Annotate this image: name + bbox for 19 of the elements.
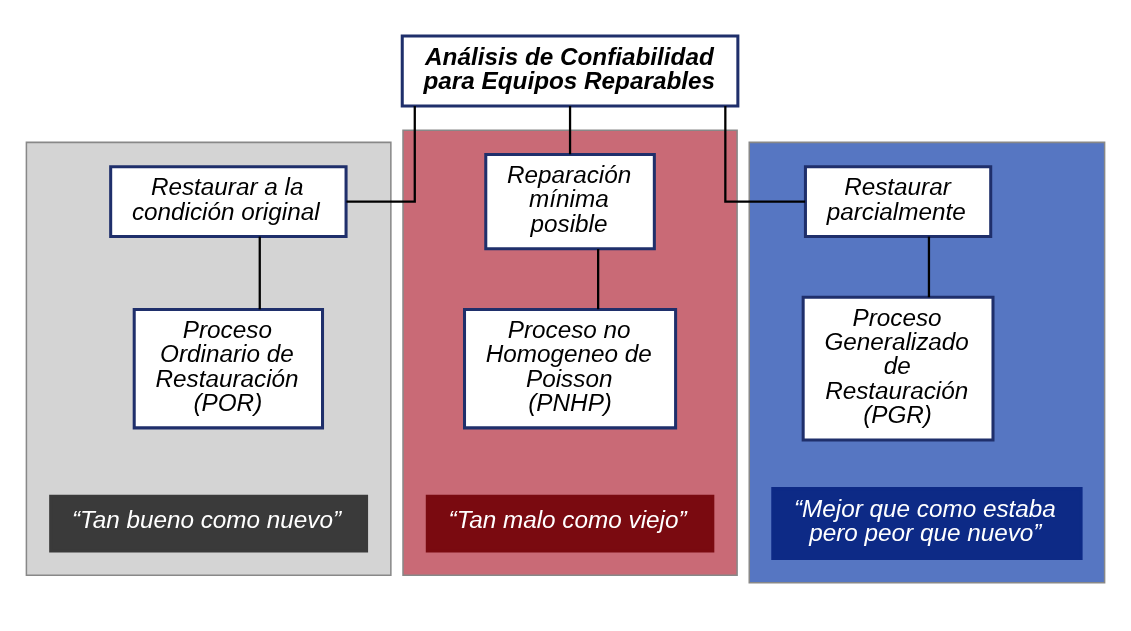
node-box: Proceso no Homogeneo de Poisson (PNHP) bbox=[463, 307, 678, 430]
node-box: Proceso Generalizado de Restauración (PGR) bbox=[801, 295, 995, 442]
node-box: Restaurar a la condición original bbox=[109, 165, 348, 239]
cluster bbox=[748, 141, 1106, 584]
cluster bbox=[25, 141, 392, 576]
connector bbox=[724, 106, 806, 203]
connector bbox=[927, 236, 931, 298]
connector bbox=[597, 249, 600, 310]
node-box: “Mejor que como estaba pero peor que nuevo” bbox=[771, 487, 1083, 560]
node-box: Restaurar parcialmente bbox=[803, 165, 993, 239]
connector bbox=[258, 236, 261, 310]
node-box: Análisis de Confiabilidad para Equipos Reparables bbox=[400, 34, 740, 108]
node-box: “Tan bueno como nuevo” bbox=[49, 494, 369, 553]
node-box: Proceso Ordinario de Restauración (POR) bbox=[132, 307, 325, 430]
node-box: Reparación mínima posible bbox=[484, 153, 656, 251]
cluster bbox=[402, 129, 738, 576]
connector bbox=[346, 106, 416, 203]
node-box: “Tan malo como viejo” bbox=[425, 494, 715, 553]
connector bbox=[568, 106, 572, 155]
